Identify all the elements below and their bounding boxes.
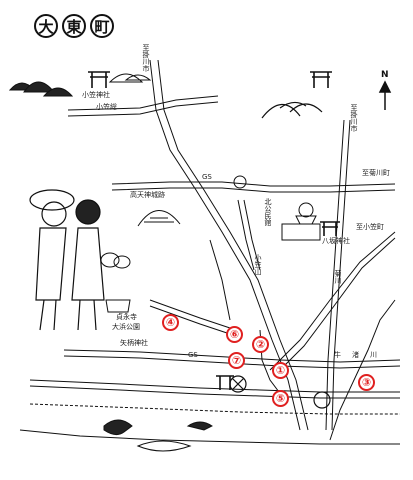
label-yasaka: 八坂神社 xyxy=(322,237,350,245)
marker-3[interactable]: ③ xyxy=(358,374,375,391)
label-takatenjin: 高天神城跡 xyxy=(130,191,165,199)
sea-fish xyxy=(103,419,213,452)
label-gs-bottom: GS xyxy=(188,351,198,359)
title-char-1: 大 xyxy=(34,14,58,38)
label-kosuge-road: 小笠総 xyxy=(96,103,117,111)
title-char-2: 東 xyxy=(62,14,86,38)
marker-7[interactable]: ⑦ xyxy=(228,352,245,369)
mountains-right xyxy=(261,101,323,119)
roads xyxy=(29,59,401,431)
girls-illustration xyxy=(29,189,105,331)
label-river-right: 菊川 xyxy=(334,270,342,284)
kitakoen-building xyxy=(281,202,321,241)
mountains-left xyxy=(8,73,152,97)
label-to-ogasa: 至小笠町 xyxy=(356,223,384,231)
torii-icons xyxy=(88,71,340,390)
label-oshio-park: 大浜公園 xyxy=(112,323,140,331)
title-char-3: 町 xyxy=(90,14,114,38)
takatenjin-hill xyxy=(137,210,181,227)
label-yakushi: 矢柄神社 xyxy=(120,339,148,347)
marker-6[interactable]: ⑥ xyxy=(226,326,243,343)
label-nagisa: 渚 xyxy=(352,351,359,359)
marker-1[interactable]: ① xyxy=(272,362,289,379)
marker-5[interactable]: ⑤ xyxy=(272,390,289,407)
label-kitakoen: 北公民館 xyxy=(264,198,272,226)
marker-2[interactable]: ② xyxy=(252,336,269,353)
marker-4[interactable]: ④ xyxy=(162,314,179,331)
label-river-bottom: 川 xyxy=(370,351,377,359)
label-teiei: 貞永寺 xyxy=(116,313,137,321)
railway xyxy=(29,403,400,415)
label-road-kosuge: 小笠山 xyxy=(254,254,262,275)
label-kakegawa-left: 至掛川市 xyxy=(142,44,150,72)
north-arrow xyxy=(378,80,392,110)
label-to-kikugawa: 至菊川町 xyxy=(362,169,390,177)
label-ushi: 牛 xyxy=(334,351,341,359)
label-gs-top: GS xyxy=(202,173,212,181)
label-kosuge-shrine: 小笠神社 xyxy=(82,91,110,99)
north-label: N xyxy=(381,70,389,80)
label-kakegawa-right: 至掛川市 xyxy=(350,104,358,132)
landmark-circles xyxy=(229,375,331,409)
